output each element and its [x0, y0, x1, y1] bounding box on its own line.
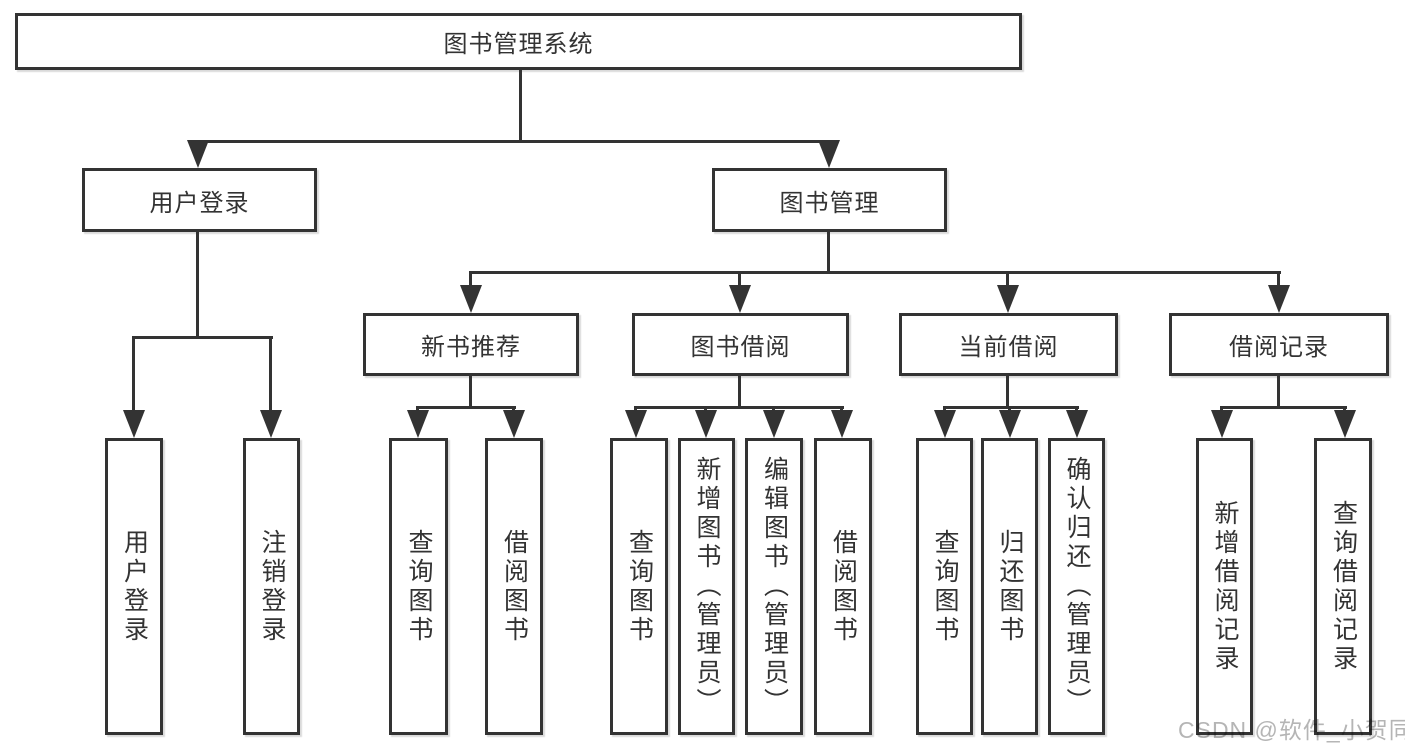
node-logout: 注销登录 — [243, 438, 300, 735]
node-cb-confirm-return-admin: 确认归还（管理员） — [1048, 438, 1105, 735]
node-bb-add-books-admin-label: 新增图书（管理员） — [693, 456, 721, 717]
connector-drop-c2-stem — [704, 406, 707, 412]
node-br-query-record-label: 查询借阅记录 — [1329, 499, 1358, 674]
connector-drop-l3b-stem — [738, 271, 741, 287]
connector-drop-e1-stem — [1220, 406, 1223, 412]
node-br-query-record: 查询借阅记录 — [1314, 438, 1372, 735]
node-br-add-record: 新增借阅记录 — [1196, 438, 1253, 735]
connector-bb-stem — [738, 376, 741, 409]
node-book-management-label: 图书管理 — [779, 189, 880, 217]
connector-root-stem — [519, 70, 522, 143]
node-borrow-records: 借阅记录 — [1169, 313, 1389, 376]
node-nb-query-books-label: 查询图书 — [405, 528, 433, 645]
node-logout-label: 注销登录 — [258, 528, 286, 645]
node-user-login-leaf: 用户登录 — [105, 438, 163, 735]
connector-nb-stem — [469, 376, 472, 409]
arrow-book-mgmt-icon — [818, 140, 840, 168]
node-book-borrow: 图书借阅 — [632, 313, 849, 376]
connector-drop-b1-stem — [416, 406, 419, 412]
csdn-watermark: CSDN @软件_小贺同学 — [1178, 717, 1405, 743]
arrow-a1-icon — [123, 410, 145, 438]
connector-nb-hbar — [417, 406, 516, 409]
connector-drop-l3c-stem — [1006, 271, 1009, 287]
node-bb-edit-books-admin: 编辑图书（管理员） — [745, 438, 803, 735]
node-cb-confirm-return-admin-label: 确认归还（管理员） — [1063, 456, 1091, 717]
connector-drop-b2-stem — [512, 406, 515, 412]
node-borrow-records-label: 借阅记录 — [1229, 334, 1329, 361]
node-bb-query-books: 查询图书 — [610, 438, 668, 735]
arrow-a2-icon — [260, 410, 282, 438]
node-bb-edit-books-admin-label: 编辑图书（管理员） — [760, 456, 789, 717]
node-br-add-record-label: 新增借阅记录 — [1211, 499, 1239, 674]
connector-l3-hbar — [470, 271, 1281, 274]
connector-user-login-stem — [196, 232, 199, 339]
arrow-d1-icon — [934, 410, 956, 438]
connector-drop-a1-stem — [132, 336, 135, 412]
connector-drop-l3d-stem — [1277, 271, 1280, 287]
arrow-c4-icon — [831, 410, 853, 438]
arrow-c3-icon — [763, 410, 785, 438]
connector-drop-c3-stem — [772, 406, 775, 412]
node-nb-borrow-books-label: 借阅图书 — [500, 528, 529, 645]
node-bb-add-books-admin: 新增图书（管理员） — [678, 438, 735, 735]
node-user-login-branch-label: 用户登录 — [149, 189, 250, 217]
connector-drop-a2-stem — [269, 336, 272, 412]
connector-drop-c4-stem — [840, 406, 843, 412]
node-current-borrow-label: 当前借阅 — [958, 334, 1059, 361]
node-user-login-leaf-label: 用户登录 — [120, 528, 149, 645]
node-cb-query-books-label: 查询图书 — [931, 528, 959, 645]
node-new-book-recommend: 新书推荐 — [363, 313, 579, 376]
node-new-book-recommend-label: 新书推荐 — [421, 334, 521, 361]
connector-drop-c1-stem — [634, 406, 637, 412]
node-cb-return-books: 归还图书 — [981, 438, 1038, 735]
node-book-borrow-label: 图书借阅 — [690, 334, 791, 361]
arrow-e2-icon — [1334, 410, 1356, 438]
connector-drop-d3-stem — [1075, 406, 1078, 412]
node-cb-query-books: 查询图书 — [916, 438, 973, 735]
node-root-label: 图书管理系统 — [443, 31, 594, 58]
connector-drop-l3a-stem — [469, 271, 472, 287]
arrow-b1-icon — [407, 410, 429, 438]
node-nb-borrow-books: 借阅图书 — [485, 438, 543, 735]
arrow-d3-icon — [1066, 410, 1088, 438]
node-current-borrow: 当前借阅 — [899, 313, 1118, 376]
connector-cb-stem — [1006, 376, 1009, 409]
arrow-book-borrow-icon — [729, 285, 751, 313]
arrow-e1-icon — [1211, 410, 1233, 438]
arrow-current-borrow-icon — [997, 285, 1019, 313]
connector-br-stem — [1277, 376, 1280, 409]
arrow-borrow-records-icon — [1268, 285, 1290, 313]
arrow-c2-icon — [695, 410, 717, 438]
connector-br-hbar — [1221, 406, 1347, 409]
node-bb-borrow-books-label: 借阅图书 — [829, 528, 858, 645]
connector-drop-d2-stem — [1008, 406, 1011, 412]
connector-book-mgmt-stem — [827, 232, 830, 274]
arrow-user-login-icon — [187, 140, 209, 168]
arrow-c1-icon — [625, 410, 647, 438]
connector-user-login-hbar — [133, 336, 273, 339]
connector-cb-hbar — [944, 406, 1079, 409]
node-root: 图书管理系统 — [15, 13, 1022, 70]
connector-drop-e2-stem — [1343, 406, 1346, 412]
arrow-d2-icon — [999, 410, 1021, 438]
connector-bb-hbar — [635, 406, 844, 409]
node-book-management: 图书管理 — [712, 168, 947, 232]
arrow-new-book-icon — [460, 285, 482, 313]
node-user-login-branch: 用户登录 — [82, 168, 317, 232]
node-cb-return-books-label: 归还图书 — [996, 528, 1024, 645]
node-nb-query-books: 查询图书 — [389, 438, 448, 735]
node-bb-borrow-books: 借阅图书 — [814, 438, 872, 735]
connector-drop-d1-stem — [943, 406, 946, 412]
arrow-b2-icon — [503, 410, 525, 438]
node-bb-query-books-label: 查询图书 — [625, 528, 654, 645]
connector-l1-hbar — [197, 140, 832, 143]
